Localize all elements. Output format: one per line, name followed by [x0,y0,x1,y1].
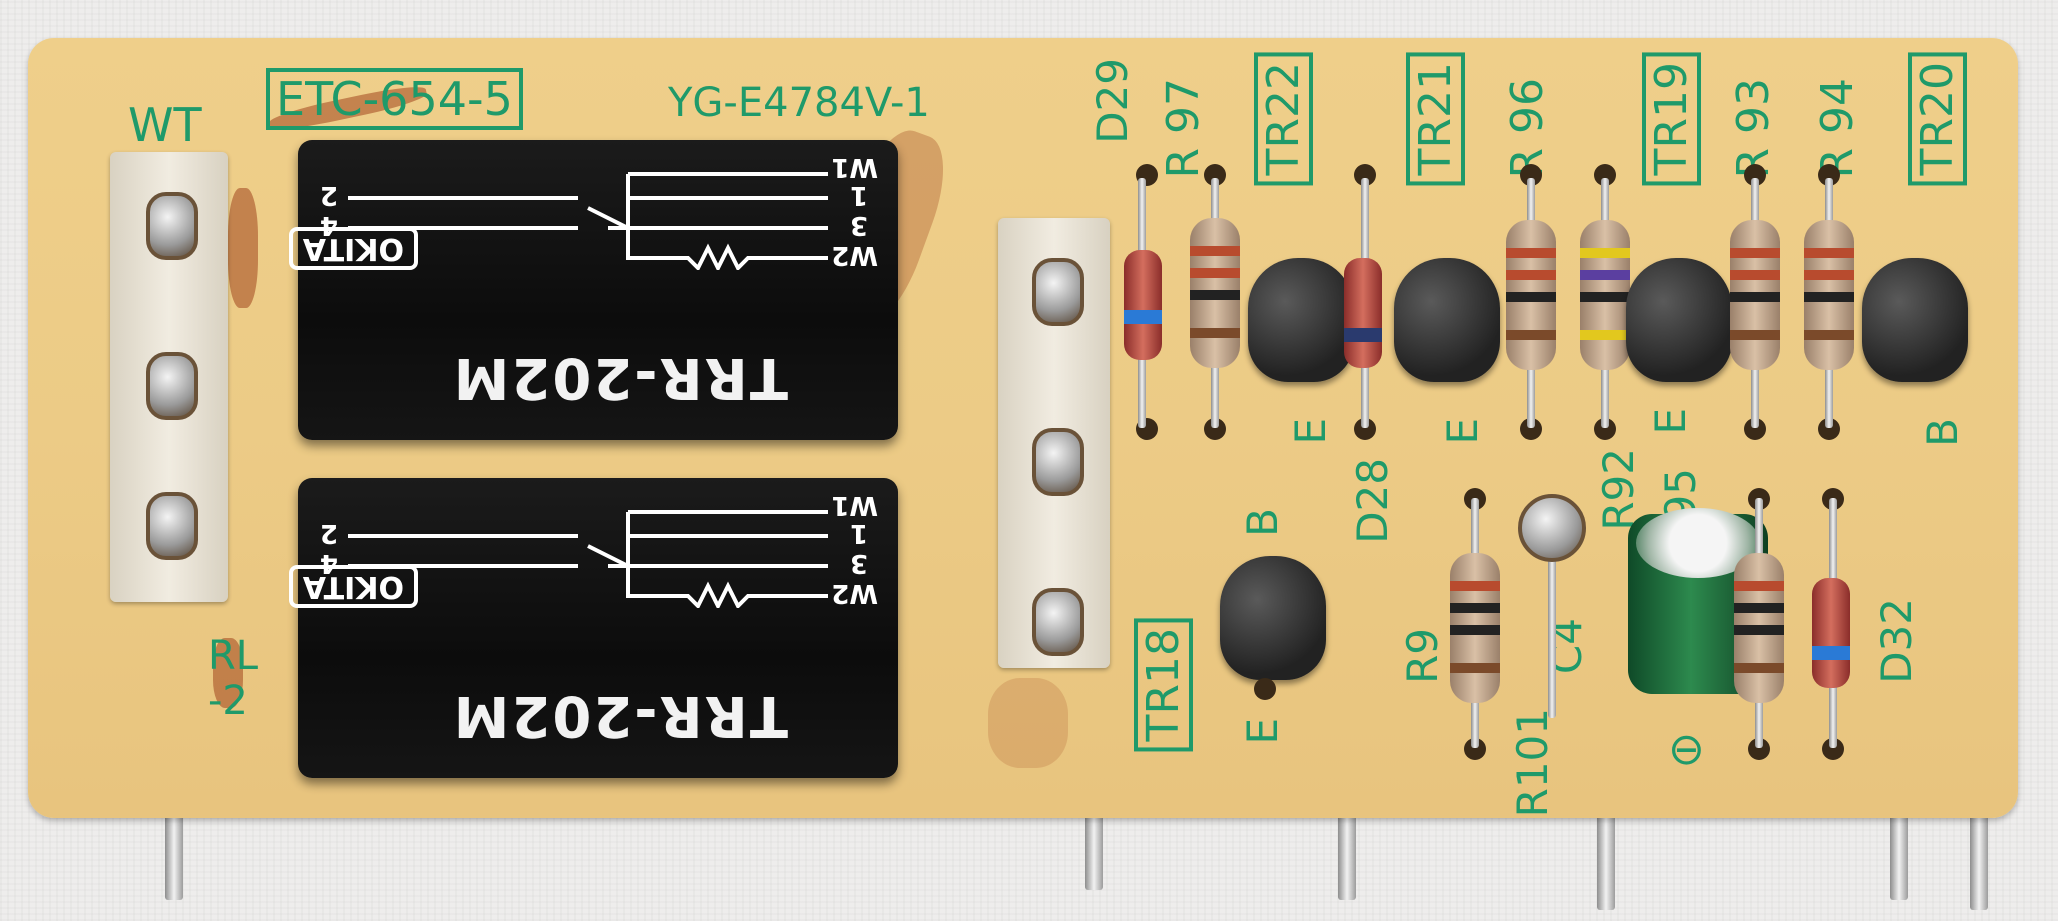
solder-hole [1594,164,1616,186]
relay-model-label: TRR-202M [451,345,788,410]
transistor-tr18 [1220,556,1326,680]
relay-pin-label: 1 [849,180,868,210]
solder-hole [1818,164,1840,186]
relay-1: TRR-202M OKITA W2 3 1 W1 4 2 [288,140,898,440]
relay-2: TRR-202M OKITA W2 3 1 W1 4 2 [288,478,898,778]
label-rl: RL [208,633,259,679]
transistor-tr22 [1248,258,1354,382]
transistor-tr20 [1862,258,1968,382]
label-b-mid: B [1238,508,1287,537]
relay-pin-label: 2 [319,180,338,210]
label-r91: R9 [1398,628,1447,684]
label-r101: R101 [1508,708,1557,818]
relay-pin-label: W1 [831,152,878,182]
diode-d32 [1812,578,1850,688]
solder-hole [1520,164,1542,186]
label-r97: R 97 [1158,78,1209,179]
label-tr19: TR19 [1642,52,1701,186]
label-part-number: ETC-654-5 [266,68,523,130]
terminal-post [1032,588,1084,656]
label-wt: WT [128,98,202,152]
relay-pin-label: W1 [831,490,878,520]
label-e3: E [1646,408,1695,435]
solder-hole [1594,418,1616,440]
resistor-r91 [1450,553,1500,703]
label-revision: YG-E4784V-1 [668,80,930,126]
transistor-tr21 [1394,258,1500,382]
terminal-block-left [110,152,228,602]
label-r92: R92 [1594,448,1643,531]
resistor-r96a [1506,220,1556,370]
terminal-post [146,352,198,420]
relay-model-label: TRR-202M [451,683,788,748]
solder-hole [1354,418,1376,440]
label-e-bot: E [1238,718,1287,745]
label-rl-index: -2 [208,678,248,724]
diode-d28 [1344,258,1382,368]
solder-hole [1744,418,1766,440]
solder-hole [1748,738,1770,760]
resistor-r95 [1734,553,1784,703]
label-b-top: B [1918,418,1967,447]
relay-pin-label: 4 [319,210,338,240]
solder-hole [1822,738,1844,760]
label-tr21: TR21 [1406,52,1465,186]
terminal-post [1032,428,1084,496]
solder-hole [1354,164,1376,186]
terminal-block-middle [998,218,1110,668]
relay-pin-label: 3 [849,210,868,240]
component-lead [1548,518,1556,718]
solder-hole [1464,738,1486,760]
relay-pin-label: 3 [849,548,868,578]
diode-d29 [1124,250,1162,360]
solder-stain [988,678,1068,768]
label-d32: D32 [1872,598,1921,684]
relay-pin-label: 2 [319,518,338,548]
label-d28: D28 [1348,458,1397,544]
solder-hole [1204,164,1226,186]
solder-stain [213,638,243,708]
label-tr22: TR22 [1254,52,1313,186]
relay-schematic-icon [348,510,828,608]
solder-hole [1744,164,1766,186]
label-r94: R 94 [1812,78,1863,179]
relay-pin-label: 1 [849,518,868,548]
circuit-board: WT ETC-654-5 YG-E4784V-1 RL -2 D29 R 97 … [28,38,2018,818]
relay-pin-label: 4 [319,548,338,578]
resistor-r93 [1730,220,1780,370]
label-e1: E [1286,418,1335,445]
terminal-post [146,192,198,260]
label-cap-minus: ⊖ [1668,724,1705,775]
terminal-post [1032,258,1084,326]
resistor-r97 [1190,218,1240,368]
label-d29: D29 [1088,58,1137,144]
resistor-r96b [1580,220,1630,370]
label-tr18: TR18 [1134,618,1193,752]
label-e2: E [1438,418,1487,445]
terminal-post [146,492,198,560]
solder-hole [1818,418,1840,440]
label-tr20: TR20 [1908,52,1967,186]
transistor-tr19 [1626,258,1732,382]
solder-hole [1204,418,1226,440]
ceramic-capacitor-c41 [1518,494,1586,562]
relay-pin-label: W2 [831,578,878,608]
solder-hole [1520,418,1542,440]
resistor-r94 [1804,220,1854,370]
relay-pin-label: W2 [831,240,878,270]
solder-hole [1254,678,1276,700]
relay-schematic-icon [348,172,828,270]
solder-stain [228,188,258,308]
